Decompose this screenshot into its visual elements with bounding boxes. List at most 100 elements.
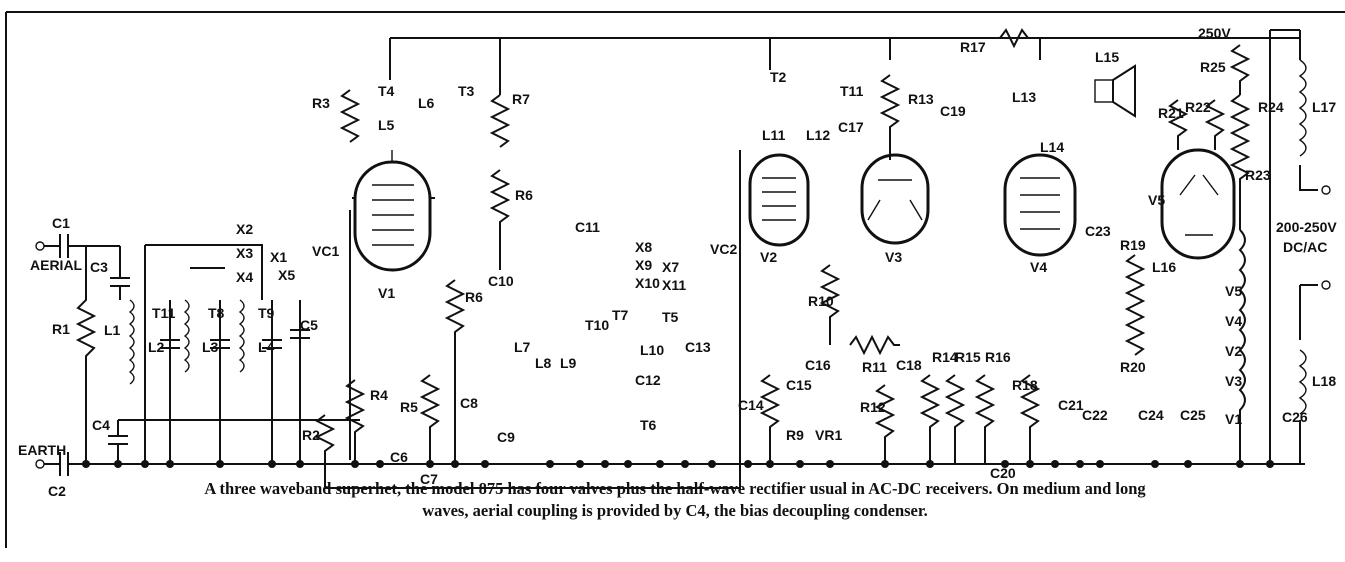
- label-x4: X4: [236, 269, 253, 285]
- label-c16: C16: [805, 357, 831, 373]
- label-x11: X11: [662, 277, 686, 293]
- label-r3: R3: [312, 95, 330, 111]
- label-x2: X2: [236, 221, 253, 237]
- resistors: [314, 28, 1251, 488]
- label-tt11: T11: [840, 83, 864, 99]
- label-c13: C13: [685, 339, 711, 355]
- label-r16: R16: [985, 349, 1011, 365]
- label-hs-v1: V1: [1225, 411, 1242, 427]
- label-x8: X8: [635, 239, 652, 255]
- label-t4: T4: [378, 83, 395, 99]
- label-hs-v2: V2: [1225, 343, 1242, 359]
- label-l2: L2: [148, 339, 165, 355]
- label-c24: C24: [1138, 407, 1164, 423]
- label-l15: L15: [1095, 49, 1119, 65]
- label-v3: V3: [885, 249, 902, 265]
- label-l9: L9: [560, 355, 577, 371]
- label-r12: R12: [860, 399, 886, 415]
- label-r6a: R6: [465, 289, 483, 305]
- label-l5: L5: [378, 117, 395, 133]
- label-c20: C20: [990, 465, 1016, 481]
- label-c14: C14: [738, 397, 764, 413]
- label-r4: R4: [370, 387, 388, 403]
- loudspeaker: [1094, 64, 1136, 118]
- label-l14: L14: [1040, 139, 1064, 155]
- label-r19: R19: [1120, 237, 1146, 253]
- label-l13: L13: [1012, 89, 1036, 105]
- valve-v3: [860, 153, 930, 245]
- label-l11: L11: [762, 127, 786, 143]
- label-t7: T7: [612, 307, 629, 323]
- label-c3: C3: [90, 259, 108, 275]
- label-v5: V5: [1148, 192, 1165, 208]
- label-r10: R10: [808, 293, 834, 309]
- label-mains2: DC/AC: [1283, 239, 1327, 255]
- label-x5: X5: [278, 267, 295, 283]
- label-c15: C15: [786, 377, 812, 393]
- label-r11: R11: [862, 359, 887, 375]
- label-r6b: R6: [515, 187, 533, 203]
- label-c1: C1: [52, 215, 70, 231]
- frame-border: [5, 11, 1345, 548]
- label-c9: C9: [497, 429, 515, 445]
- label-c6: C6: [390, 449, 408, 465]
- valve-v5: [1160, 148, 1236, 260]
- earth-input: [35, 452, 80, 476]
- label-t2: T2: [770, 69, 787, 85]
- caption-line-2: waves, aerial coupling is provided by C4…: [422, 501, 928, 520]
- label-r13: R13: [908, 91, 934, 107]
- label-t5: T5: [662, 309, 679, 325]
- label-vc1: VC1: [312, 243, 339, 259]
- label-t10: T10: [585, 317, 609, 333]
- label-hs-v5: V5: [1225, 283, 1242, 299]
- component-labels: AERIAL EARTH C1 C2 C3 C4 R1 L1 L2 L3 L4 …: [18, 25, 1337, 499]
- label-v2: V2: [760, 249, 777, 265]
- label-hs-v4: V4: [1225, 313, 1242, 329]
- label-r1: R1: [52, 321, 70, 337]
- label-earth: EARTH: [18, 442, 66, 458]
- label-c25: C25: [1180, 407, 1206, 423]
- label-l3: L3: [202, 339, 219, 355]
- label-t11: T11: [152, 305, 176, 321]
- label-l6: L6: [418, 95, 435, 111]
- label-c4: C4: [92, 417, 110, 433]
- label-r5: R5: [400, 399, 418, 415]
- label-l17: L17: [1312, 99, 1336, 115]
- label-c12: C12: [635, 372, 661, 388]
- label-r21: R21: [1158, 105, 1184, 121]
- label-c22: C22: [1082, 407, 1108, 423]
- label-l16: L16: [1152, 259, 1176, 275]
- aerial-coils: [108, 244, 330, 464]
- label-l4: L4: [258, 339, 275, 355]
- label-r7: R7: [512, 91, 530, 107]
- label-x3: X3: [236, 245, 253, 261]
- label-l8: L8: [535, 355, 552, 371]
- caption-line-1: A three waveband superhet, the model 875…: [204, 479, 1146, 498]
- label-x7: X7: [662, 259, 679, 275]
- label-r2: R2: [302, 427, 320, 443]
- label-vr1: VR1: [815, 427, 842, 443]
- label-c11: C11: [575, 219, 600, 235]
- label-c8: C8: [460, 395, 478, 411]
- label-r17: R17: [960, 39, 986, 55]
- earth-junctions: [82, 460, 1274, 468]
- label-l18: L18: [1312, 373, 1336, 389]
- label-l12: L12: [806, 127, 830, 143]
- label-x10: X10: [635, 275, 660, 291]
- ht-rail: [389, 37, 1300, 95]
- label-c17: C17: [838, 119, 864, 135]
- label-c19: C19: [940, 103, 966, 119]
- label-c7: C7: [420, 471, 438, 487]
- label-c26: C26: [1282, 409, 1308, 425]
- figure-caption: A three waveband superhet, the model 875…: [90, 478, 1260, 522]
- label-r24: R24: [1258, 99, 1284, 115]
- label-v1: V1: [378, 285, 395, 301]
- label-r23: R23: [1245, 167, 1271, 183]
- label-c23: C23: [1085, 223, 1111, 239]
- aerial-input: [35, 234, 130, 464]
- label-mains1: 200-250V: [1276, 219, 1337, 235]
- label-l7: L7: [514, 339, 531, 355]
- mains-chokes: [1269, 29, 1331, 464]
- label-t8: T8: [208, 305, 225, 321]
- label-hs-v3: V3: [1225, 373, 1242, 389]
